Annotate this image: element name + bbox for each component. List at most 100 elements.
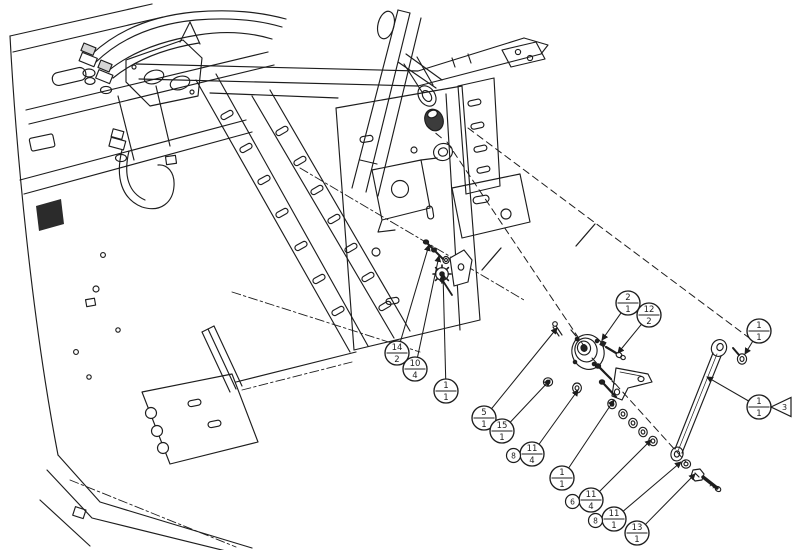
item-quantity: 1 [756,333,761,343]
note-number: 8 [593,516,598,525]
brace-slot [275,207,289,219]
construction-centerlines [69,167,525,548]
plate-slot [473,144,488,153]
link-nut [680,459,692,469]
flange-hole [574,336,580,342]
link-hole [613,388,621,396]
callout-balloon-11: 11 [549,399,615,491]
dark-cutout-hole [36,199,64,231]
eye-hole [673,450,681,458]
tube-end [417,85,437,107]
panel-hole [73,349,79,355]
washer-bore [437,147,449,157]
hose-fitting [97,59,113,73]
panel-slot [385,296,400,306]
center-panel [335,85,481,351]
pivot-plate [371,157,438,233]
plate-hole [457,263,465,271]
item-number: 15 [497,421,508,431]
hydraulic-hoses [78,10,287,210]
item-quantity: 1 [481,420,486,430]
hose-fitting [78,51,98,68]
item-quantity: 1 [756,409,761,419]
plate-slot [470,121,485,130]
hose-fitting [164,154,178,166]
hose-mount-plate [125,21,203,107]
oval-hole [143,69,165,85]
bolt-head [598,379,606,385]
eye-hole [716,342,724,352]
item-number: 1 [559,468,564,478]
flag-number: 3 [782,403,787,412]
brace-slot [361,271,375,283]
item-number: 1 [756,397,761,407]
link-eye [670,446,684,462]
oval-hole [169,75,191,91]
tube-bore [421,89,433,103]
callout-balloon-9: 151 [489,379,551,444]
panel-slot [359,134,374,144]
washer [442,255,450,265]
note-number: 8 [511,451,516,460]
fastener-cluster [422,239,473,296]
link-eyelet [732,347,748,365]
item-number: 11 [527,444,538,454]
item-number: 11 [609,509,620,519]
panel-hole [28,133,56,152]
brace-slot [220,109,234,121]
leader-line [706,376,749,402]
item-quantity: 1 [499,433,504,443]
flange-hole [572,359,578,365]
item-quantity: 2 [394,355,399,365]
ladder-brace-right [251,89,411,339]
leader-line [399,244,431,342]
channel-brace [201,325,243,393]
item-quantity: 1 [443,393,448,403]
item-number: 5 [481,408,486,418]
flag-triangle [769,396,792,418]
hex-bolt [690,468,722,493]
bolt-head [599,339,607,348]
panel-hole [371,247,381,257]
panel-hole [410,146,418,154]
note-circle [587,512,604,529]
flange-hole [594,338,600,344]
mast-tube [351,9,443,197]
bent-link [611,367,653,401]
leader-line [617,323,642,354]
bolt-hole [526,54,534,62]
leader-line [439,272,447,380]
flat-washer [432,142,454,162]
callout-balloon-2: 122 [617,302,662,354]
leader-line [744,340,754,355]
ladder-brace-left [195,73,369,353]
bushing-bore [427,109,438,119]
note-circle [505,447,522,464]
leader-line [568,399,615,469]
item-number: 1 [443,381,448,391]
cotter-pin [552,321,563,337]
callout-balloon-7: 11 [433,272,459,404]
leader-line [416,255,442,358]
brace-slot [239,142,253,154]
panel-hole [92,285,100,293]
leader-line [538,389,579,445]
callout-balloon-6: 104 [402,255,442,382]
item-number: 12 [644,305,655,315]
cross-beams [19,51,275,195]
bolt-hole [131,64,137,70]
hose-fitting [95,69,114,85]
item-number: 11 [586,490,597,500]
item-number: 2 [625,293,630,303]
callout-balloon-4: 1 1 3 [706,376,792,420]
pivot-hole [390,179,410,199]
item-quantity: 1 [559,480,564,490]
angle-plate [449,249,473,287]
brace-slot [331,305,345,317]
bracket-slot [187,398,202,408]
washer-bore [444,257,448,263]
panel-hole [72,506,87,520]
